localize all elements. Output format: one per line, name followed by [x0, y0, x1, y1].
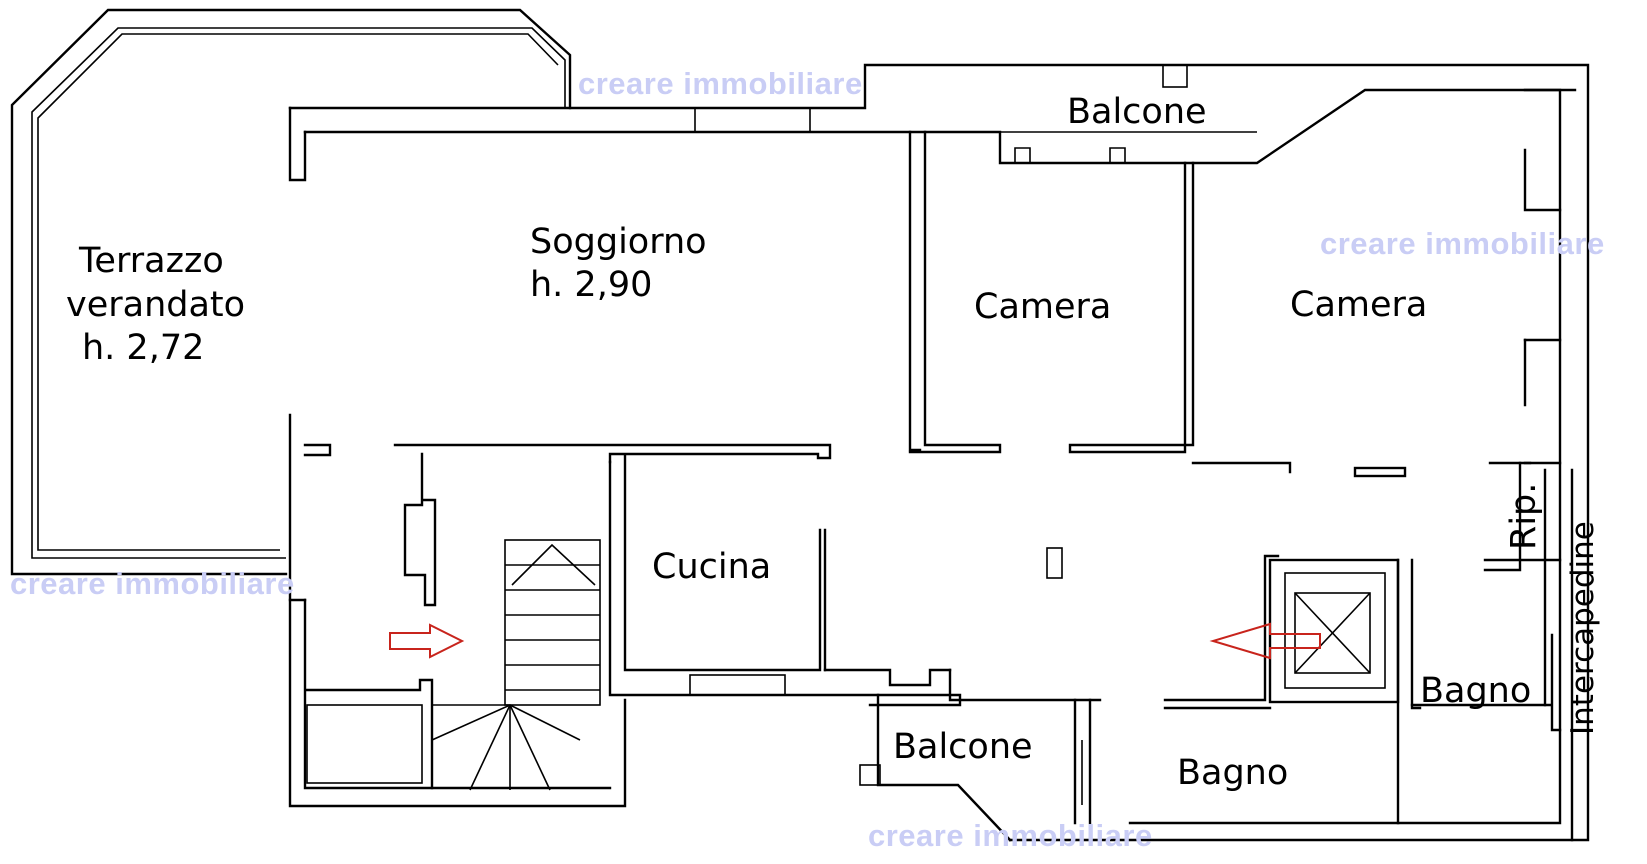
room-camera-1-label: Camera — [974, 287, 1111, 327]
room-balcone-top-label: Balcone — [1067, 92, 1207, 132]
svg-text:h. 2,72: h. 2,72 — [82, 328, 204, 368]
room-bagno-1-label: Bagno — [1177, 753, 1288, 793]
outer-walls — [288, 63, 1590, 842]
svg-text:Terrazzo: Terrazzo — [78, 241, 224, 281]
room-camera-2-label: Camera — [1290, 285, 1427, 325]
svg-text:Soggiorno: Soggiorno — [530, 222, 707, 262]
room-terrazzo-label: Terrazzo verandato h. 2,72 — [66, 241, 245, 368]
entrance-arrow — [389, 623, 465, 659]
watermark-left: creare immobiliare — [10, 566, 295, 601]
watermark-right: creare immobiliare — [1320, 226, 1605, 261]
watermark-bottom: creare immobiliare — [868, 818, 1153, 853]
room-bagno-2-label: Bagno — [1420, 671, 1531, 711]
svg-text:verandato: verandato — [66, 285, 245, 325]
room-balcone-bottom-label: Balcone — [893, 727, 1033, 767]
room-soggiorno-label: Soggiorno h. 2,90 — [530, 222, 707, 305]
svg-text:h. 2,90: h. 2,90 — [530, 265, 652, 305]
exit-arrow — [1209, 622, 1321, 660]
interior-walls — [303, 88, 1577, 842]
watermark-top: creare immobiliare — [578, 66, 863, 101]
room-intercapedine-label: Intercapedine — [1565, 521, 1601, 735]
room-ripostiglio-label: Rip. — [1504, 483, 1544, 550]
terrazzo-walls — [10, 8, 572, 576]
room-cucina-label: Cucina — [652, 547, 771, 587]
